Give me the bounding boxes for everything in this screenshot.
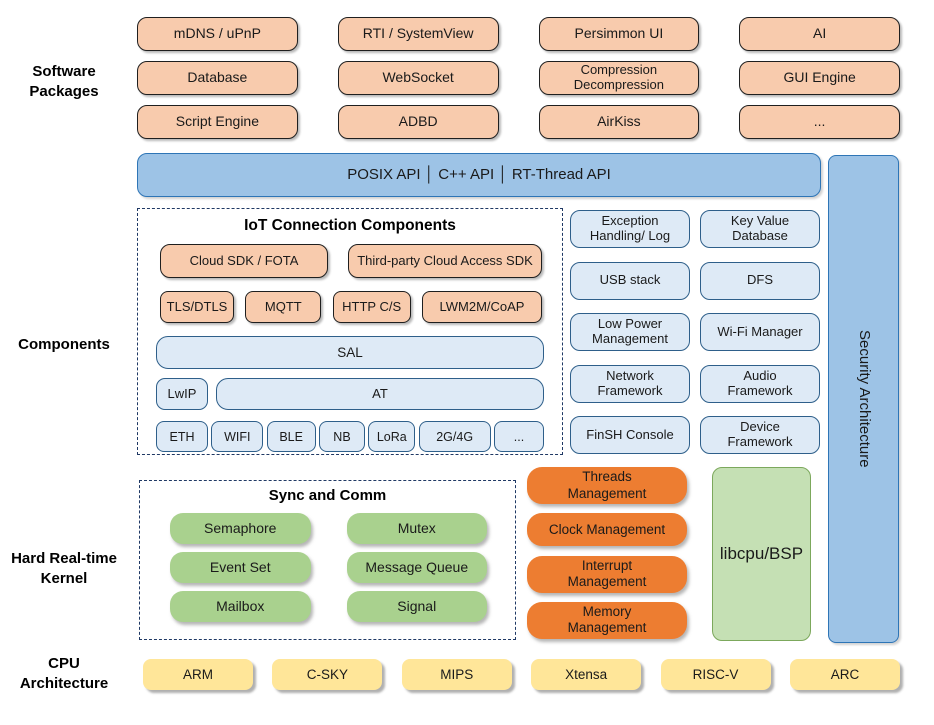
cpu-architecture-row: ARM C-SKY MIPS Xtensa RISC-V ARC	[143, 659, 900, 690]
component-box: Exception Handling/ Log	[570, 210, 690, 248]
cloud-sdk-box: Cloud SDK / FOTA	[160, 244, 328, 278]
sync-pill: Mutex	[346, 513, 487, 544]
package-box: AI	[739, 17, 900, 51]
iot-sdk-row: Cloud SDK / FOTA Third-party Cloud Acces…	[160, 244, 542, 278]
phy-box: NB	[318, 421, 365, 452]
component-box: Low Power Management	[570, 313, 690, 351]
sync-pill: Event Set	[170, 552, 311, 583]
phy-box: 2G/4G	[418, 421, 491, 452]
protocol-box: TLS/DTLS	[160, 291, 234, 323]
phy-box: LoRa	[368, 421, 416, 452]
section-label-kernel: Hard Real-time Kernel	[11, 550, 117, 587]
lwip-box: LwIP	[156, 378, 208, 410]
package-box: Database	[137, 61, 298, 95]
package-box: mDNS / uPnP	[137, 17, 298, 51]
sync-comm-grid: Semaphore Mutex Event Set Message Queue …	[170, 513, 487, 622]
sync-pill: Semaphore	[170, 513, 311, 544]
iot-phy-row: ETH WIFI BLE NB LoRa 2G/4G ...	[156, 421, 544, 452]
third-party-sdk-box: Third-party Cloud Access SDK	[348, 244, 542, 278]
component-box: Device Framework	[700, 416, 820, 454]
package-box: GUI Engine	[739, 61, 900, 95]
phy-box: ETH	[156, 421, 208, 452]
security-architecture-bar: Security Architecture	[828, 155, 899, 643]
phy-box: WIFI	[211, 421, 264, 452]
sal-box: SAL	[156, 336, 544, 369]
mgmt-pill: Interrupt Management	[527, 555, 687, 593]
libcpu-bsp-box: libcpu/BSP	[712, 467, 811, 641]
component-box: Audio Framework	[700, 364, 820, 403]
sync-pill: Mailbox	[170, 591, 311, 622]
cpu-arch-box: RISC-V	[660, 659, 771, 690]
package-box: RTI / SystemView	[337, 17, 499, 51]
package-box: AirKiss	[538, 105, 700, 139]
phy-box: ...	[493, 421, 544, 452]
protocol-box: HTTP C/S	[332, 291, 411, 323]
phy-box: BLE	[266, 421, 316, 452]
cpu-arch-box: C-SKY	[272, 659, 383, 690]
component-box: FinSH Console	[570, 416, 690, 454]
cpu-arch-box: MIPS	[401, 659, 512, 690]
cpu-arch-box: Xtensa	[531, 659, 642, 690]
component-box: Wi-Fi Manager	[700, 313, 820, 351]
api-bar: POSIX API │ C++ API │ RT-Thread API	[137, 153, 821, 197]
iot-title: IoT Connection Components	[244, 217, 456, 234]
at-box: AT	[216, 378, 544, 410]
cpu-arch-box: ARM	[143, 659, 253, 690]
section-label-cpu-architecture: CPU Architecture	[19, 655, 109, 692]
package-box: ADBD	[337, 105, 499, 139]
sync-comm-title: Sync and Comm	[268, 487, 387, 504]
component-box: Network Framework	[570, 364, 690, 403]
mgmt-pill: Memory Management	[527, 601, 687, 639]
section-label-components: Components	[18, 336, 110, 353]
package-box: Persimmon UI	[538, 17, 700, 51]
sync-pill: Message Queue	[346, 552, 487, 583]
iot-protocol-row: TLS/DTLS MQTT HTTP C/S LWM2M/CoAP	[160, 291, 542, 323]
package-box: Script Engine	[137, 105, 298, 139]
component-box: Key Value Database	[700, 210, 820, 248]
package-box: WebSocket	[337, 61, 499, 95]
component-box: USB stack	[570, 261, 690, 300]
kernel-management-column: Threads Management Clock Management Inte…	[527, 467, 687, 639]
sync-comm-box: Sync and Comm Semaphore Mutex Event Set …	[139, 480, 516, 640]
package-box: Compression Decompression	[538, 61, 700, 95]
software-packages-grid: mDNS / uPnP RTI / SystemView Persimmon U…	[137, 17, 900, 139]
package-box: ...	[739, 105, 900, 139]
mgmt-pill: Threads Management	[527, 467, 687, 504]
sync-pill: Signal	[346, 591, 487, 622]
component-box: DFS	[700, 261, 820, 300]
mgmt-pill: Clock Management	[527, 513, 687, 547]
iot-connection-box: IoT Connection Components Cloud SDK / FO…	[137, 208, 563, 455]
protocol-box: MQTT	[245, 291, 322, 323]
protocol-box: LWM2M/CoAP	[421, 291, 542, 323]
iot-stack-row: LwIP AT	[156, 378, 544, 410]
cpu-arch-box: ARC	[789, 659, 900, 690]
components-grid: Exception Handling/ Log Key Value Databa…	[570, 210, 820, 454]
section-label-software-packages: Software Packages	[29, 63, 99, 100]
